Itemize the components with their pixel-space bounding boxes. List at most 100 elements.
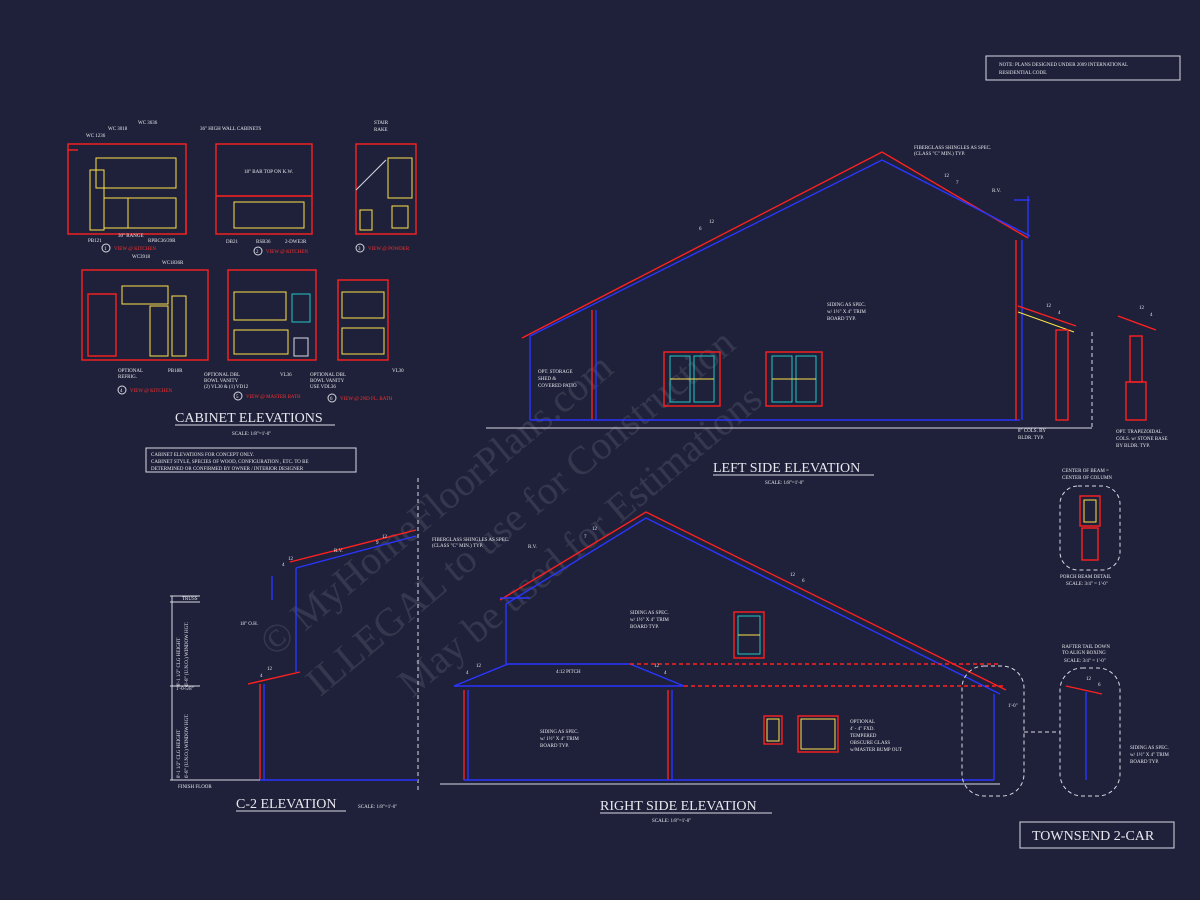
right-opt-2: 4' - 4" FXD.: [850, 727, 875, 732]
right-opt-1: OPTIONAL: [850, 720, 875, 725]
right-p12d: 12: [654, 664, 660, 669]
left-pitch-12d: 12: [1139, 306, 1145, 311]
left-pitch-4b: 4: [1150, 313, 1153, 318]
cabinet-scale: SCALE: 1/8"=1'-0": [232, 432, 271, 437]
view-label-4: VIEW @ KITCHEN: [130, 389, 172, 394]
c2-dim-3: 1'-0-5/8": [176, 687, 194, 692]
c2-dim-1: 8'-1 1/2" CLG HEIGHT: [177, 638, 182, 686]
view-label-2: VIEW @ KITCHEN: [266, 250, 308, 255]
cabinet-view-4: [81, 269, 209, 361]
lbl-wc1236: WC 1236: [86, 134, 106, 139]
left-pitch-12c: 12: [1046, 304, 1052, 309]
watermark-line-1: © MyHomeFloorPlans.com: [251, 344, 622, 665]
left-siding-3: BOARD TYP.: [827, 317, 856, 322]
watermark-line-2: ILLEGAL to use for Construction: [297, 319, 743, 704]
right-p7: 7: [584, 535, 587, 540]
beam-scale: SCALE: 3/4" = 1'-0": [1066, 582, 1108, 587]
left-shed-3: COVERED PATIO: [538, 384, 577, 389]
right-p6: 6: [802, 579, 805, 584]
lbl-range: 30" RANGE: [118, 234, 144, 239]
rafter-siding-1: SIDING AS SPEC.: [1130, 746, 1169, 751]
lbl-dbl2: BOWL VANITY: [204, 379, 239, 384]
left-shingles-2: (CLASS "C" MIN.) TYP.: [914, 152, 965, 157]
lbl-wc3636: WC 3636: [138, 121, 158, 126]
lbl-dbl1: OPTIONAL DBL: [204, 373, 240, 378]
lbl-bar-top: 18" BAR TOP ON K.W.: [244, 170, 293, 175]
c2-p9: 9: [376, 541, 379, 546]
left-shed-1: OPT. STORAGE: [538, 370, 573, 375]
lbl-dbl4: OPTIONAL DBL: [310, 373, 346, 378]
rafter-siding-3: BOARD TYP.: [1130, 760, 1159, 765]
lbl-stair: STAIR: [374, 121, 389, 126]
rafter-l1: RAFTER TAIL DOWN: [1062, 645, 1110, 650]
view-num-2: 2: [256, 250, 259, 255]
lbl-dwe: 2-DWE3R: [285, 240, 307, 245]
c2-title: C-2 ELEVATION: [236, 797, 336, 812]
left-shingles-1: FIBERGLASS SHINGLES AS SPEC.: [914, 146, 991, 151]
lbl-vl36: VL36: [280, 373, 292, 378]
lbl-pb121: PB121: [88, 239, 102, 244]
lbl-pb18: PB18R: [168, 369, 183, 374]
right-opt-4: OBSCURE GLASS: [850, 741, 890, 746]
title-block: TOWNSEND 2-CAR: [1019, 821, 1175, 849]
right-siding-1: SIDING AS SPEC.: [630, 611, 669, 616]
c2-finish: FINISH FLOOR: [178, 785, 212, 790]
plan-name: TOWNSEND 2-CAR: [1032, 829, 1155, 844]
lbl-rpbc: RPBC36/39R: [148, 239, 176, 244]
cabinet-view-1: [67, 143, 187, 235]
left-trap-2: COLS. w/ STONE BASE: [1116, 437, 1168, 442]
right-p4: 4: [466, 671, 469, 676]
right-dim: 1'-0": [1008, 704, 1018, 709]
c2-p4b: 4: [260, 674, 263, 679]
c2-p12c: 12: [382, 535, 388, 540]
c2-p12b: 12: [267, 667, 273, 672]
left-pitch-6: 6: [699, 227, 702, 232]
left-trap-3: BY BLDR. TYP.: [1116, 444, 1150, 449]
c2-scale: SCALE: 1/8"=1'-0": [358, 805, 397, 810]
right-p12c: 12: [476, 664, 482, 669]
c2-elevation: TRUSS 18" O.H. R.V. FINISH FLOOR 8'-1 1/…: [170, 478, 419, 812]
c2-truss: TRUSS: [182, 597, 198, 602]
right-title: RIGHT SIDE ELEVATION: [600, 799, 757, 814]
rafter-p12: 12: [1086, 677, 1092, 682]
left-pitch-12a: 12: [944, 174, 950, 179]
lbl-wc3918: WC3918: [132, 255, 151, 260]
lbl-vl30: VL30: [392, 369, 404, 374]
right-scale: SCALE: 1/8"=1'-0": [652, 819, 691, 824]
cabinet-note-1: CABINET ELEVATIONS FOR CONCEPT ONLY.: [151, 453, 254, 458]
rafter-siding-2: w/ 1½" X 4" TRIM: [1130, 753, 1169, 758]
left-rv: R.V.: [992, 189, 1001, 194]
lbl-db21: DB21: [226, 240, 238, 245]
view-label-6: VIEW @ 2ND FL. BATH: [340, 397, 393, 402]
rafter-scale: SCALE: 3/4" = 1'-0": [1064, 659, 1106, 664]
left-trap-1: OPT. TRAPEZOIDAL: [1116, 430, 1162, 435]
c2-dim-5: 6'-8" (U.N.O.) WINDOW HGT.: [185, 714, 190, 778]
lbl-dbl6: USE VDL36: [310, 385, 336, 390]
left-pitch-12b: 12: [709, 220, 715, 225]
c2-dim-4: 8'-1 1/2" CLG HEIGHT: [177, 730, 182, 778]
cabinet-note-2: CABINET STYLE, SPECIES OF WOOD, CONFIGUR…: [151, 460, 309, 465]
right-p12b: 12: [790, 573, 796, 578]
left-shed-2: SHED &: [538, 377, 556, 382]
left-pitch-7: 7: [956, 181, 959, 186]
view-num-4: 4: [120, 389, 123, 394]
view-num-6: 6: [330, 397, 333, 402]
c2-oh: 18" O.H.: [240, 622, 258, 627]
left-scale: SCALE: 1/8"=1'-0": [765, 481, 804, 486]
rafter-p6: 6: [1098, 683, 1101, 688]
beam-l2: CENTER OF COLUMN: [1062, 476, 1112, 481]
view-num-1: 1: [104, 247, 107, 252]
left-cols-1: 8" COLS. BY: [1018, 429, 1046, 434]
view-label-3: VIEW @ POWDER: [368, 247, 410, 252]
lbl-dbl5: BOWL VANITY: [310, 379, 345, 384]
c2-rv: R.V.: [334, 549, 343, 554]
view-num-5: 5: [236, 395, 239, 400]
beam-title: PORCH BEAM DETAIL: [1060, 575, 1111, 580]
cabinet-view-3: [355, 143, 417, 235]
right-siding-6: BOARD TYP.: [540, 744, 569, 749]
c2-p12a: 12: [288, 557, 294, 562]
right-siding-4: SIDING AS SPEC.: [540, 730, 579, 735]
lbl-refrig: REFRIG.: [118, 375, 137, 380]
right-p4b: 4: [664, 671, 667, 676]
